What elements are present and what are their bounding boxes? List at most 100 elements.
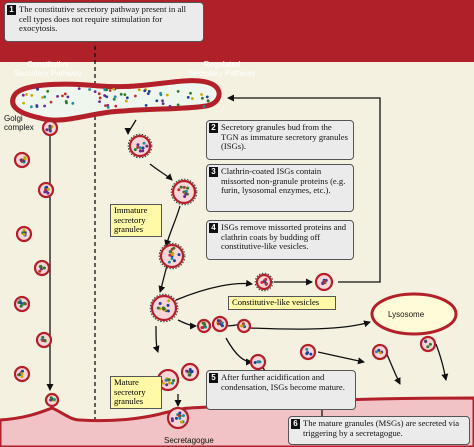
constitutive-like-vesicle	[236, 318, 252, 334]
step-2-callout: 2 Secretory granules bud from the TGN as…	[206, 120, 354, 160]
cargo-dot	[66, 95, 70, 99]
constitutive-vesicle	[13, 295, 31, 313]
cargo-dot	[186, 96, 190, 99]
mature-granules-label: Mature secretory granules	[110, 376, 162, 409]
constitutive-like-vesicles-label: Constitutive-like vesicles	[228, 296, 336, 310]
cargo-dot	[133, 94, 137, 98]
constitutive-like-vesicle	[211, 315, 229, 333]
cargo-dot	[43, 95, 47, 99]
mature-granule	[249, 353, 267, 371]
constitutive-like-vesicle	[254, 272, 274, 292]
lysosome-label: Lysosome	[388, 310, 425, 319]
cargo-dot	[165, 93, 169, 97]
cargo-dot	[35, 105, 39, 108]
regulated-pathway-heading: Regulated Secretory Pathway	[188, 60, 256, 78]
cargo-dot	[205, 95, 209, 99]
cargo-dot	[143, 89, 147, 93]
cargo-dot	[65, 101, 68, 105]
cargo-dot	[30, 105, 33, 109]
exocytosis-vesicle	[44, 392, 60, 408]
cargo-dot	[112, 97, 116, 101]
cargo-dot	[43, 104, 47, 108]
cargo-dot	[77, 87, 81, 90]
golgi-cargo	[21, 87, 210, 109]
cargo-dot	[103, 88, 107, 91]
secreting-granule	[166, 406, 190, 430]
budding-isg	[127, 133, 153, 159]
isg-budding-vesicles	[149, 293, 179, 323]
cargo-dot	[106, 105, 110, 109]
constitutive-vesicle	[13, 151, 31, 169]
cargo-dot	[119, 92, 123, 96]
cargo-dot	[159, 93, 163, 97]
constitutive-vesicle	[13, 365, 31, 383]
cargo-dot	[22, 101, 25, 105]
cargo-dot	[88, 88, 91, 91]
step-5-number: 5	[209, 373, 218, 383]
immature-granule	[170, 178, 198, 206]
cargo-dot	[98, 96, 102, 100]
step-5-callout: 5 After further acidification and conden…	[206, 370, 356, 410]
cargo-dot	[155, 99, 159, 103]
mature-granule	[419, 335, 437, 353]
step-5-text: After further acidification and condensa…	[221, 372, 345, 392]
cargo-dot	[124, 99, 128, 103]
mature-granule	[180, 362, 200, 382]
constitutive-vesicle	[37, 181, 55, 199]
constitutive-vesicle	[33, 259, 51, 277]
constitutive-vesicle	[41, 119, 59, 137]
golgi-complex-label: Golgi complex	[4, 114, 34, 132]
cargo-dot	[168, 104, 172, 108]
cargo-dot	[200, 96, 204, 100]
cargo-dot	[113, 95, 117, 99]
constitutive-like-vesicle	[196, 318, 212, 334]
cargo-dot	[123, 93, 127, 97]
lysosome	[370, 292, 458, 336]
golgi-tgn	[10, 78, 222, 123]
cargo-dot	[144, 103, 148, 107]
cargo-dot	[161, 102, 165, 106]
step-1-callout: 1 The constitutive secretory pathway pre…	[4, 2, 204, 42]
vesicles	[13, 119, 437, 430]
cargo-dot	[202, 105, 206, 108]
cargo-dot	[200, 93, 203, 96]
constitutive-vesicle	[15, 225, 33, 243]
mature-granule	[156, 368, 180, 392]
step-2-number: 2	[209, 123, 218, 133]
constitutive-pathway-heading: Constitutive Secretory Pathway	[14, 60, 82, 78]
cargo-dot	[108, 89, 112, 92]
cargo-dot	[36, 87, 39, 91]
cargo-dot	[30, 93, 34, 97]
cargo-dot	[146, 92, 150, 96]
cargo-dot	[98, 100, 101, 104]
cargo-dot	[176, 89, 180, 93]
constitutive-vesicle	[35, 331, 53, 349]
step-3-number: 3	[209, 167, 218, 177]
cargo-dot	[49, 100, 53, 104]
cargo-dot	[176, 103, 180, 107]
step-2-text: Secretory granules bud from the TGN as i…	[221, 122, 348, 152]
cargo-dot	[114, 104, 118, 108]
cargo-dot	[97, 92, 101, 96]
cargo-dot	[161, 99, 164, 103]
mature-granule	[299, 343, 317, 361]
step-3-text: Clathrin-coated ISGs contain missorted n…	[221, 166, 346, 196]
cargo-dot	[25, 93, 28, 96]
step-4-text: ISGs remove missorted proteins and clath…	[221, 222, 347, 252]
cargo-dot	[21, 93, 25, 97]
immature-granule	[158, 242, 186, 270]
cargo-dot	[190, 97, 194, 100]
mature-granule	[371, 343, 389, 361]
step-6-number: 6	[291, 419, 300, 429]
step-6-text: The mature granules (MSGs) are secreted …	[303, 418, 460, 438]
cargo-dot	[93, 90, 97, 94]
cargo-dot	[206, 99, 210, 103]
step-1-text: The constitutive secretory pathway prese…	[19, 4, 187, 34]
cargo-dot	[61, 94, 64, 98]
step-6-callout: 6 The mature granules (MSGs) are secrete…	[288, 416, 470, 445]
cargo-dot	[63, 92, 67, 96]
step-3-callout: 3 Clathrin-coated ISGs contain missorted…	[206, 164, 354, 212]
cargo-dot	[103, 94, 107, 97]
secretagogue-label: Secretagogue	[164, 436, 214, 445]
cargo-dot	[71, 101, 75, 105]
